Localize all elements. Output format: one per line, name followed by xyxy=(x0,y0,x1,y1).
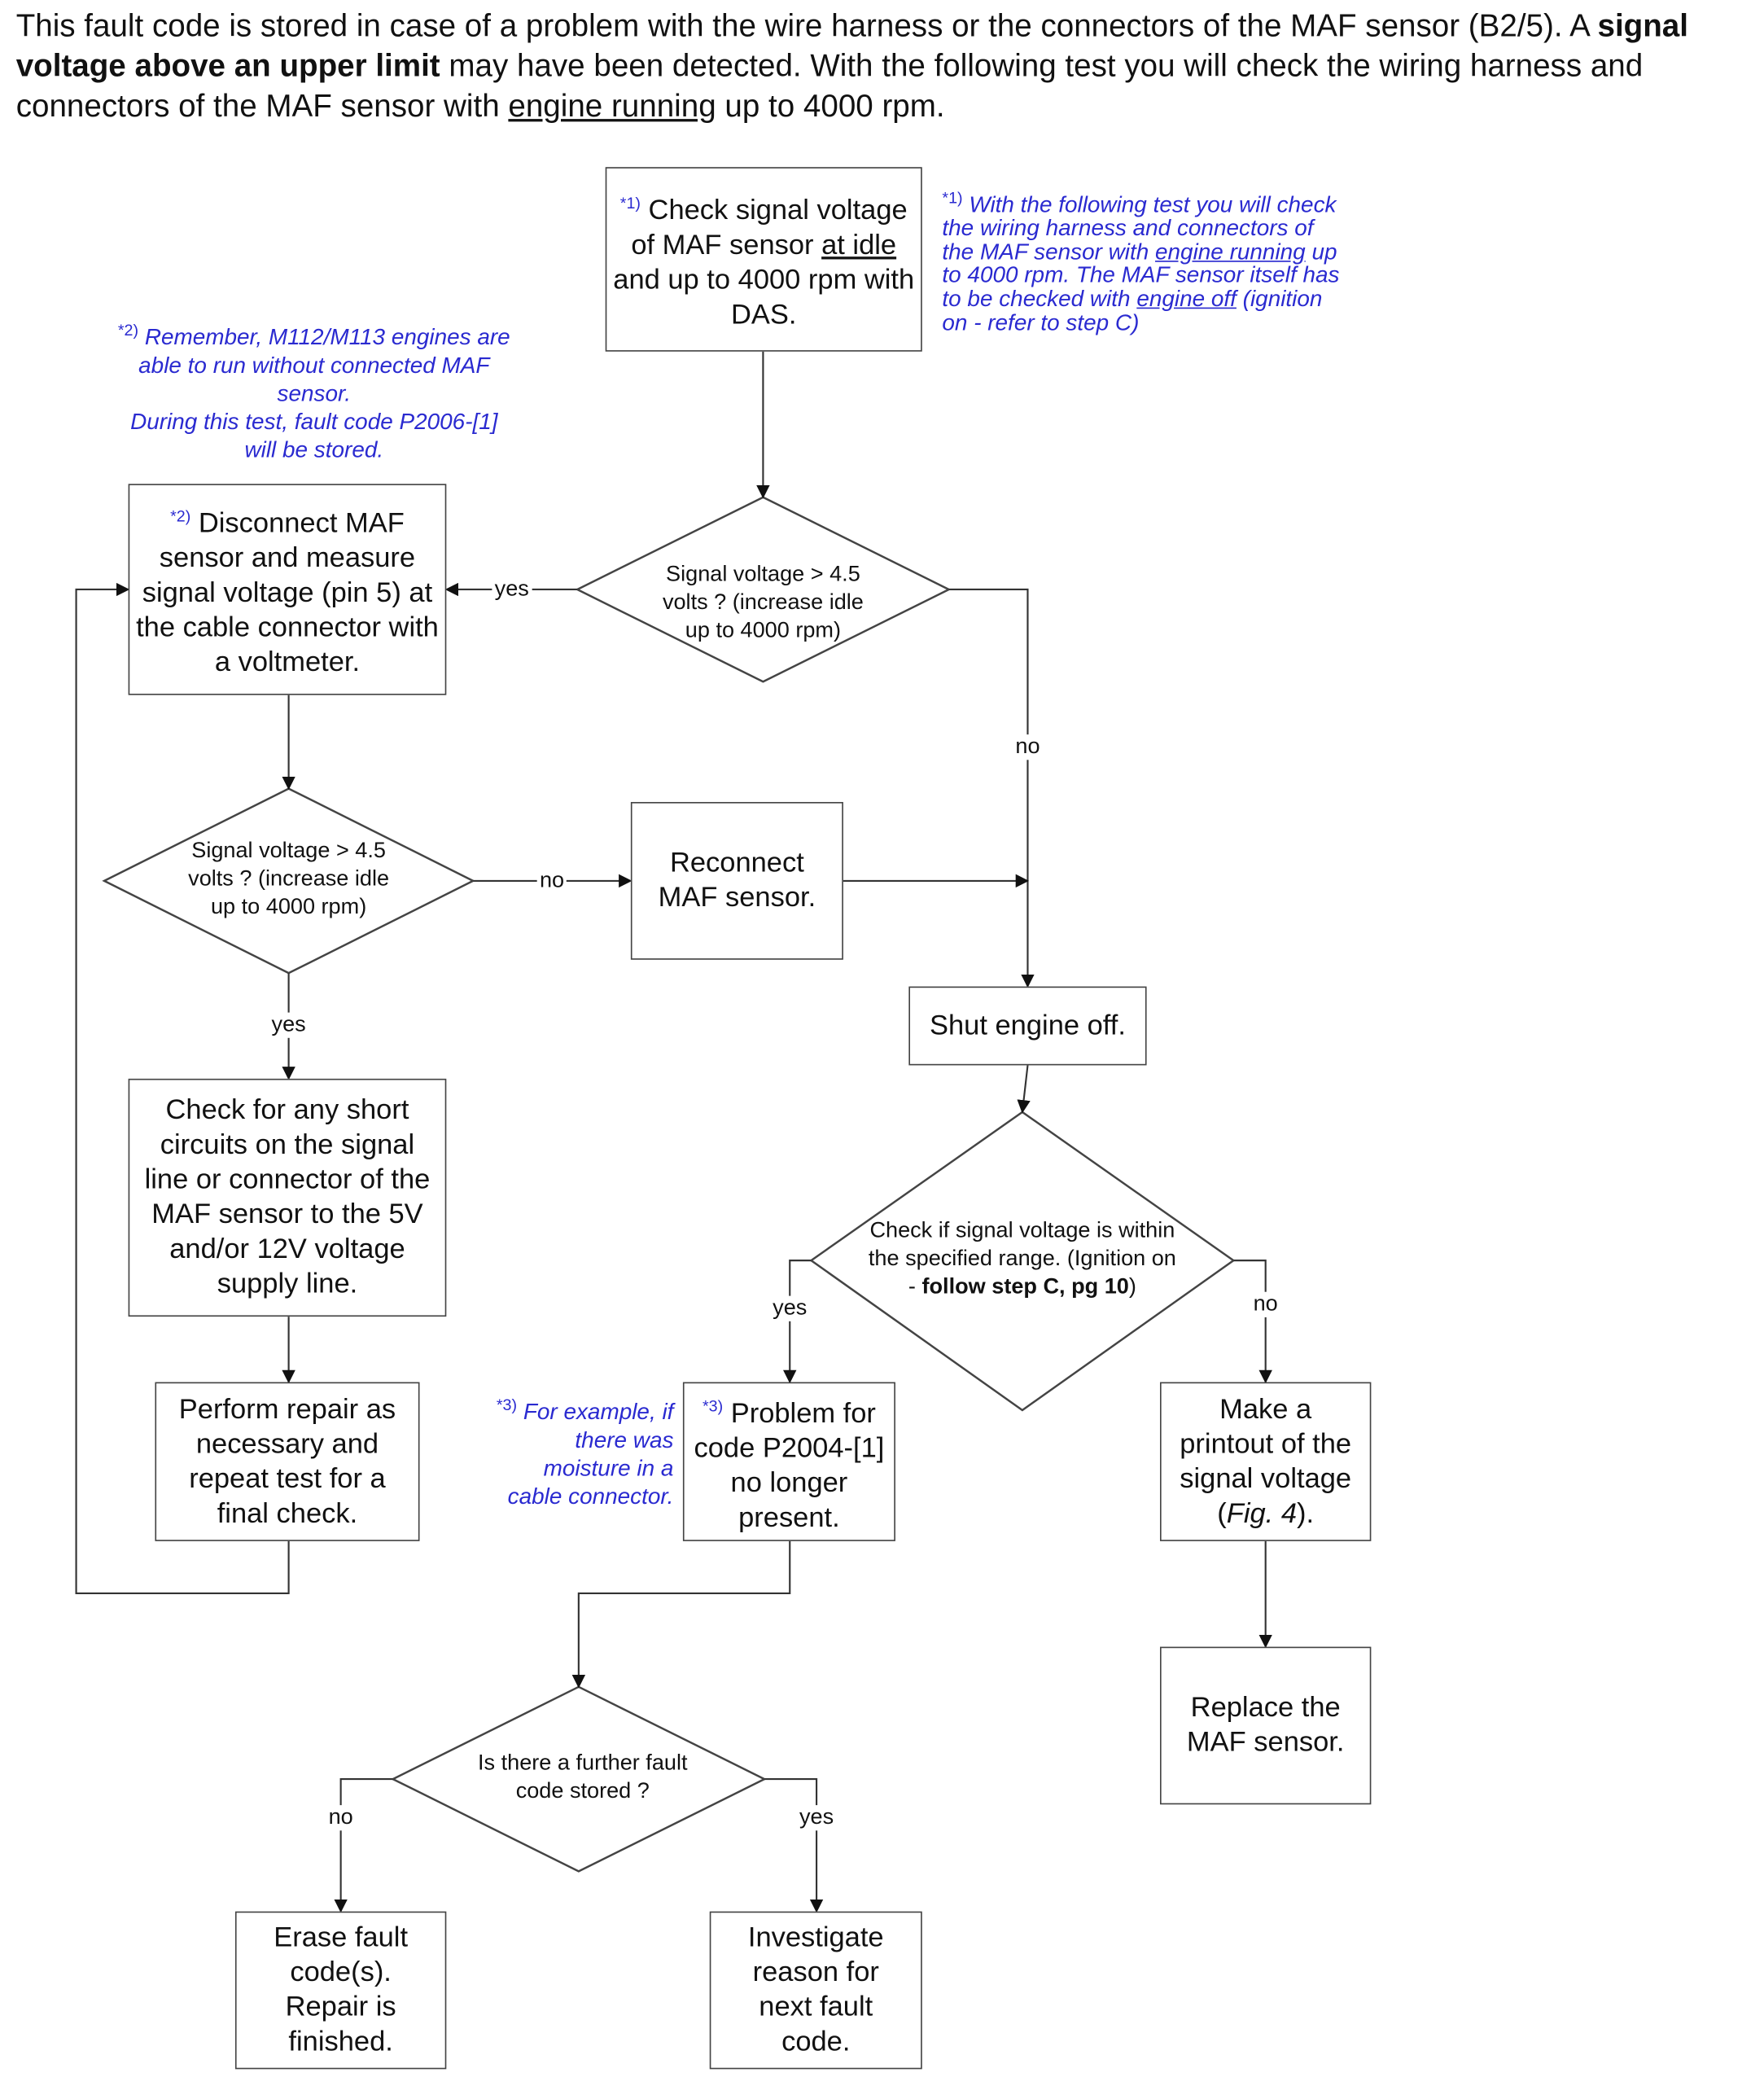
box-shut-engine-off: Shut engine off. xyxy=(908,986,1147,1066)
note-1: *1) With the following test you will che… xyxy=(942,187,1343,335)
note-marker: *2) xyxy=(117,321,139,340)
label-no: no xyxy=(1250,1291,1281,1317)
box-investigate: Investigate reason for next fault code. xyxy=(709,1911,922,2070)
arrow xyxy=(764,1778,824,1913)
box-make-printout: Make a printout of the signal voltage (F… xyxy=(1159,1382,1372,1541)
decision-1-text: Signal voltage > 4.5 volts ? (increase i… xyxy=(662,562,864,642)
box-text: and up to 4000 rpm with DAS. xyxy=(613,265,915,331)
note-underlined: engine running xyxy=(1155,239,1306,265)
note-text: Remember, M112/M113 engines are able to … xyxy=(138,324,510,406)
note-3: *3) For example, if there was moisture i… xyxy=(489,1391,674,1510)
note-marker: *3) xyxy=(496,1395,518,1414)
box-check-signal-voltage: *1) Check signal voltage of MAF sensor a… xyxy=(605,167,922,352)
arrow xyxy=(75,582,290,1594)
arrow xyxy=(571,1540,791,1689)
box-text: Make a printout of the signal voltage ( xyxy=(1180,1393,1352,1529)
figure-reference: Fig. 4 xyxy=(1226,1497,1298,1529)
note-text: For example, if there was moisture in a … xyxy=(507,1399,674,1509)
label-yes: yes xyxy=(769,1295,810,1321)
box-reconnect: Reconnect MAF sensor. xyxy=(630,802,843,960)
label-yes: yes xyxy=(269,1012,309,1038)
box-check-short-circuits: Check for any short circuits on the sign… xyxy=(128,1078,447,1317)
intro-underlined: engine running xyxy=(508,88,716,124)
intro-bold: signal voltage above an upper limit xyxy=(15,7,1689,83)
decision-text: Check if signal voltage is within the sp… xyxy=(868,1218,1176,1299)
note-marker: *3) xyxy=(702,1396,724,1415)
note-marker: *1) xyxy=(619,194,641,213)
decision-bold: follow step C, pg 10 xyxy=(921,1274,1129,1299)
box-problem-resolved: *3) Problem for code P2004-[1] no longer… xyxy=(682,1382,895,1541)
intro-text: up to 4000 rpm. xyxy=(716,88,945,124)
box-text: Problem for code P2004-[1] no longer pre… xyxy=(694,1397,885,1533)
box-replace-maf: Replace the MAF sensor. xyxy=(1159,1646,1372,1805)
label-no: no xyxy=(1013,734,1043,760)
label-no: no xyxy=(326,1805,356,1831)
label-no: no xyxy=(536,868,567,894)
intro-text: may have been detected. With the followi… xyxy=(15,48,1644,124)
box-underlined: at idle xyxy=(821,230,897,261)
arrow xyxy=(948,588,1035,988)
intro-paragraph: This fault code is stored in case of a p… xyxy=(16,6,1764,126)
note-text: With the following test you will check t… xyxy=(942,191,1337,265)
note-marker: *2) xyxy=(170,506,191,526)
decision-4-text: Is there a further fault code stored ? xyxy=(478,1751,688,1803)
decision-diamond-4 xyxy=(390,1685,767,1873)
decision-3-text: Check if signal voltage is within the sp… xyxy=(862,1217,1183,1301)
label-yes: yes xyxy=(796,1805,837,1831)
note-text: up to 4000 rpm. The MAF sensor itself ha… xyxy=(942,239,1340,312)
arrow xyxy=(334,1778,393,1913)
arrow xyxy=(783,1260,812,1384)
arrow xyxy=(1017,1065,1031,1114)
box-perform-repair: Perform repair as necessary and repeat t… xyxy=(155,1382,420,1541)
box-disconnect-maf: *2) Disconnect MAF sensor and measure si… xyxy=(128,484,447,695)
decision-diamond-1 xyxy=(575,496,952,683)
decision-diamond-2 xyxy=(102,787,475,975)
note-text: (ignition on - refer to step C) xyxy=(942,286,1323,335)
arrow xyxy=(1233,1260,1272,1384)
decision-text: ) xyxy=(1128,1274,1136,1299)
decision-diamond-3 xyxy=(809,1111,1236,1412)
label-yes: yes xyxy=(492,576,532,603)
note-text: During this test, fault code P2006-[1] w… xyxy=(130,408,498,462)
note-underlined: engine off xyxy=(1136,286,1237,312)
box-text: Disconnect MAF sensor and measure signal… xyxy=(136,507,439,678)
note-2: *2) Remember, M112/M113 engines are able… xyxy=(114,317,515,463)
box-text: Check signal voltage of MAF sensor xyxy=(631,195,908,261)
box-text: ). xyxy=(1297,1497,1315,1529)
intro-text: This fault code is stored in case of a p… xyxy=(15,7,1598,43)
decision-2-text: Signal voltage > 4.5 volts ? (increase i… xyxy=(188,839,390,919)
note-marker: *1) xyxy=(942,188,963,208)
box-erase-fault-codes: Erase fault code(s). Repair is finished. xyxy=(234,1911,447,2070)
